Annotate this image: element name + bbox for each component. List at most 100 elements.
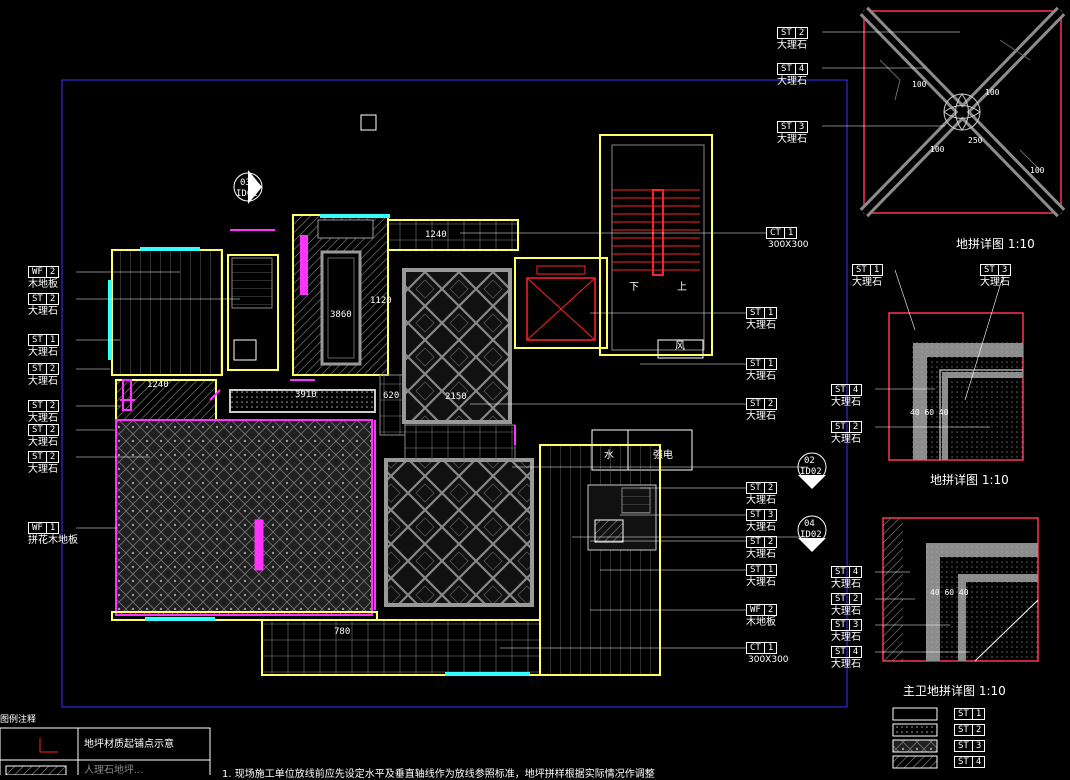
tag-code: ST xyxy=(831,566,850,578)
detail2-dims: 40 60 40 xyxy=(910,408,949,417)
section-marker-shapes xyxy=(233,170,827,552)
tag-code: ST xyxy=(746,536,765,548)
tag-code: ST xyxy=(28,293,47,305)
tag-num: 2 xyxy=(46,451,60,463)
section-mark-02-ref: ID02 xyxy=(800,467,822,477)
tag-mat: 大理石 xyxy=(28,376,58,387)
tag-num: 2 xyxy=(46,266,60,278)
tag-code: ST xyxy=(28,424,47,436)
tag-num: 2 xyxy=(46,424,60,436)
drawing-frame xyxy=(61,79,848,708)
tag-mat: 大理石 xyxy=(746,371,776,382)
detail1-dim-250: 250 xyxy=(968,136,983,145)
tag-num: 1 xyxy=(764,564,778,576)
tag-mat: 大理石 xyxy=(28,306,58,317)
tag-mat: 大理石 xyxy=(28,347,58,358)
tag-code: ST xyxy=(28,400,47,412)
detail1-dim-100a: 100 xyxy=(912,80,927,89)
tag-num: 4 xyxy=(849,384,863,396)
construction-note: 1. 现场施工单位放线前应先设定水平及垂直轴线作为放线参照标准，地坪拼样根据实际… xyxy=(222,769,655,780)
detail-title-3: 主卫地拼详图 1:10 xyxy=(903,684,1006,698)
tag-mat: 大理石 xyxy=(777,134,807,145)
tag-num: 2 xyxy=(849,421,863,433)
tag-mat: 大理石 xyxy=(831,579,861,590)
detail-2 xyxy=(888,312,1024,461)
tag-code: ST xyxy=(28,334,47,346)
tag-code: ST xyxy=(28,451,47,463)
tag-num: 2 xyxy=(764,482,778,494)
tag-code: ST xyxy=(746,564,765,576)
tag-num: 4 xyxy=(795,63,809,75)
left-leaders xyxy=(76,271,240,529)
tag-mat: 大理石 xyxy=(831,397,861,408)
tag-num: 1 xyxy=(764,642,778,654)
tag-mat: 大理石 xyxy=(777,40,807,51)
tag-num: 1 xyxy=(46,334,60,346)
wind-label: 风 xyxy=(675,341,685,352)
tag-num: 2 xyxy=(972,724,986,736)
tag-code: WF xyxy=(28,266,47,278)
room-right-wood xyxy=(539,444,661,676)
tag-num: 2 xyxy=(764,604,778,616)
legend-row2: 人理石地坪... xyxy=(84,765,144,776)
legend-grid xyxy=(0,727,211,775)
tag-code: ST xyxy=(746,482,765,494)
tag-code: ST xyxy=(777,63,796,75)
tag-code: ST xyxy=(28,363,47,375)
tag-code: CT xyxy=(766,227,785,239)
tag-mat: 木地板 xyxy=(28,279,58,290)
tag-mat: 大理石 xyxy=(831,659,861,670)
tag-num: 2 xyxy=(46,293,60,305)
tag-num: 1 xyxy=(784,227,798,239)
section-mark-03-num: 03 xyxy=(240,178,251,188)
tag-mat: 大理石 xyxy=(746,522,776,533)
tag-code: ST xyxy=(777,121,796,133)
tag-mat: 大理石 xyxy=(746,411,776,422)
section-mark-02-num: 02 xyxy=(804,456,815,466)
section-mark-03-ref: ID02 xyxy=(236,189,258,199)
tag-num: 4 xyxy=(849,646,863,658)
tag-num: 3 xyxy=(795,121,809,133)
tag-mat: 大理石 xyxy=(852,277,882,288)
tag-mat: 木地板 xyxy=(746,617,776,628)
tag-num: 1 xyxy=(46,522,60,534)
tag-code: ST xyxy=(831,619,850,631)
tag-code: ST xyxy=(746,307,765,319)
tag-mat: 300X300 xyxy=(748,655,789,665)
tag-mat: 大理石 xyxy=(777,76,807,87)
tag-mat: 大理石 xyxy=(746,577,776,588)
tag-mat: 拼花木地板 xyxy=(28,535,78,546)
tag-mat: 大理石 xyxy=(746,320,776,331)
dim-2150: 2150 xyxy=(445,392,467,402)
detail-title-2: 地拼详图 1:10 xyxy=(930,473,1009,487)
tag-num: 2 xyxy=(849,593,863,605)
tag-code: CT xyxy=(746,642,765,654)
tag-code: WF xyxy=(746,604,765,616)
stair-down-label: 下 xyxy=(629,282,639,293)
section-mark-04-ref: ID02 xyxy=(800,530,822,540)
dim-3910: 3910 xyxy=(295,390,317,400)
tag-mat: 大理石 xyxy=(980,277,1010,288)
tag-code: ST xyxy=(852,264,871,276)
hall-lower-diamond xyxy=(384,458,534,607)
room-left-bedroom xyxy=(111,249,223,376)
tag-num: 1 xyxy=(764,358,778,370)
tag-code: ST xyxy=(831,384,850,396)
tag-num: 3 xyxy=(972,740,986,752)
tag-code: ST xyxy=(746,358,765,370)
legend-header: 图例注释 xyxy=(0,715,37,725)
tag-num: 2 xyxy=(795,27,809,39)
tag-code: ST xyxy=(831,646,850,658)
tag-num: 2 xyxy=(764,398,778,410)
tag-num: 3 xyxy=(998,264,1012,276)
stair-up-label: 上 xyxy=(677,282,687,293)
dim-780: 780 xyxy=(334,627,351,637)
tag-mat: 大理石 xyxy=(831,632,861,643)
window-left-top xyxy=(140,247,200,251)
tag-num: 2 xyxy=(46,363,60,375)
